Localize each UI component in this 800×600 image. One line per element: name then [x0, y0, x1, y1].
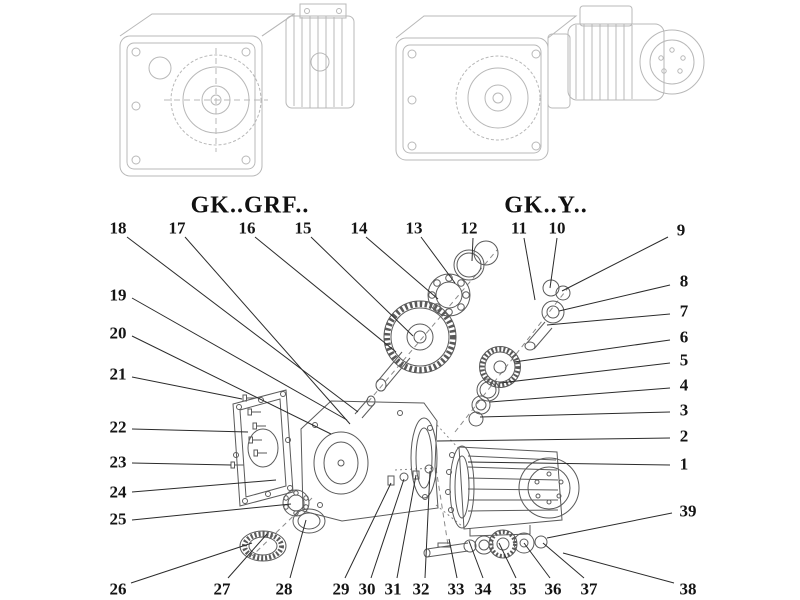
part-number-28: 28 [275, 579, 293, 599]
output-shaft-assembly [423, 529, 548, 559]
part-number-9: 9 [676, 220, 686, 240]
part-number-32: 32 [412, 579, 430, 599]
leader-line-4 [489, 387, 671, 403]
variant-label-y: GK..Y.. [504, 192, 588, 219]
leader-line-15 [310, 236, 414, 337]
part-number-22: 22 [109, 417, 127, 437]
leader-line-24 [131, 479, 277, 493]
leader-line-25 [131, 503, 292, 521]
leader-line-10 [549, 237, 558, 289]
leader-line-8 [558, 284, 671, 312]
part-number-2: 2 [679, 426, 689, 446]
leader-line-1 [467, 461, 671, 466]
part-number-3: 3 [679, 400, 689, 420]
exploded-view [230, 240, 580, 562]
part-number-27: 27 [213, 579, 231, 599]
part-number-31: 31 [384, 579, 402, 599]
leader-lines-layer [126, 236, 675, 584]
variant-label-grf: GK..GRF.. [190, 192, 310, 219]
leader-line-32 [424, 470, 431, 579]
leader-line-5 [499, 362, 671, 384]
part-number-23: 23 [109, 452, 127, 472]
gearbox-drawing-grf [119, 3, 355, 177]
leader-line-6 [513, 339, 671, 363]
leader-line-12 [471, 237, 474, 262]
leader-line-17 [184, 236, 351, 425]
part-number-25: 25 [109, 509, 127, 529]
leader-line-30 [370, 478, 405, 579]
leader-line-16 [254, 236, 397, 353]
part-number-21: 21 [109, 364, 127, 384]
leader-line-13 [420, 236, 456, 284]
part-number-26: 26 [109, 579, 127, 599]
part-number-18: 18 [109, 218, 127, 238]
output-flange-plate [232, 389, 294, 507]
leader-line-22 [131, 428, 249, 433]
part-number-4: 4 [679, 375, 689, 395]
leader-line-29 [344, 482, 392, 579]
leader-line-18 [126, 236, 359, 413]
part-number-19: 19 [109, 285, 127, 305]
leader-line-34 [468, 540, 484, 579]
part-number-10: 10 [548, 218, 566, 238]
leader-line-36 [523, 542, 551, 579]
part-number-34: 34 [474, 579, 492, 599]
part-number-30: 30 [358, 579, 376, 599]
leader-line-11 [523, 237, 536, 301]
input-pinion-set [468, 279, 571, 427]
motor [445, 445, 580, 537]
leader-line-2 [436, 437, 671, 442]
part-number-16: 16 [238, 218, 256, 238]
part-number-8: 8 [679, 271, 689, 291]
leader-line-26 [130, 542, 253, 584]
leader-line-33 [448, 538, 458, 579]
leader-line-20 [131, 335, 332, 435]
part-number-35: 35 [509, 579, 527, 599]
part-number-1: 1 [679, 454, 689, 474]
part-number-33: 33 [447, 579, 465, 599]
leader-line-35 [498, 542, 517, 579]
leader-line-21 [131, 376, 243, 400]
leader-line-3 [479, 411, 671, 418]
part-number-13: 13 [405, 218, 423, 238]
part-number-5: 5 [679, 350, 689, 370]
part-number-17: 17 [168, 218, 186, 238]
leader-line-9 [561, 236, 669, 292]
leader-line-28 [289, 519, 307, 579]
part-number-37: 37 [580, 579, 598, 599]
part-number-14: 14 [350, 218, 368, 238]
gear-housing [300, 395, 439, 522]
leader-line-39 [546, 512, 673, 539]
leader-line-14 [365, 236, 439, 300]
leader-line-31 [396, 474, 417, 579]
part-number-20: 20 [109, 323, 127, 343]
part-number-15: 15 [294, 218, 312, 238]
part-number-38: 38 [679, 579, 697, 599]
part-number-24: 24 [109, 482, 127, 502]
leader-line-19 [131, 297, 348, 421]
part-number-39: 39 [679, 501, 697, 521]
gearbox-drawing-y [395, 5, 705, 161]
flange-screws [230, 394, 267, 469]
part-number-12: 12 [460, 218, 478, 238]
leader-line-37 [542, 542, 585, 579]
mounting-hardware [387, 464, 434, 486]
part-number-11: 11 [510, 218, 528, 238]
leader-line-23 [131, 462, 232, 466]
part-number-6: 6 [679, 327, 689, 347]
part-number-36: 36 [544, 579, 562, 599]
leader-line-38 [562, 552, 675, 584]
leader-line-27 [227, 533, 268, 579]
part-number-7: 7 [679, 301, 689, 321]
part-number-29: 29 [332, 579, 350, 599]
leader-line-7 [546, 313, 671, 326]
